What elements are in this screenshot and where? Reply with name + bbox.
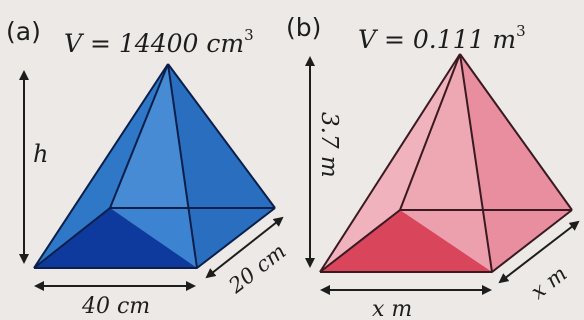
base-length-label-a: 40 cm <box>81 294 150 319</box>
base-length-label-b: x m <box>372 297 412 320</box>
panel-b-volume: V = 0.111 m3 <box>358 22 526 54</box>
panel-a-label: (a) <box>6 17 41 46</box>
base-width-label-a: 20 cm <box>224 239 291 299</box>
pyramid-a <box>33 63 276 269</box>
base-width-arrow-b <box>498 220 580 284</box>
height-label-a: h <box>33 140 48 168</box>
panel-b-label: (b) <box>286 13 321 42</box>
pyramid-b <box>319 53 573 273</box>
base-width-arrow-a <box>205 216 284 279</box>
pyramid-b-face-right <box>460 54 572 272</box>
base-width-label-b: x m <box>526 261 571 304</box>
pyramid-b-face-front <box>400 54 492 272</box>
height-label-b: 3.7 m <box>316 112 342 178</box>
panel-a-volume: V = 14400 cm3 <box>64 26 254 58</box>
